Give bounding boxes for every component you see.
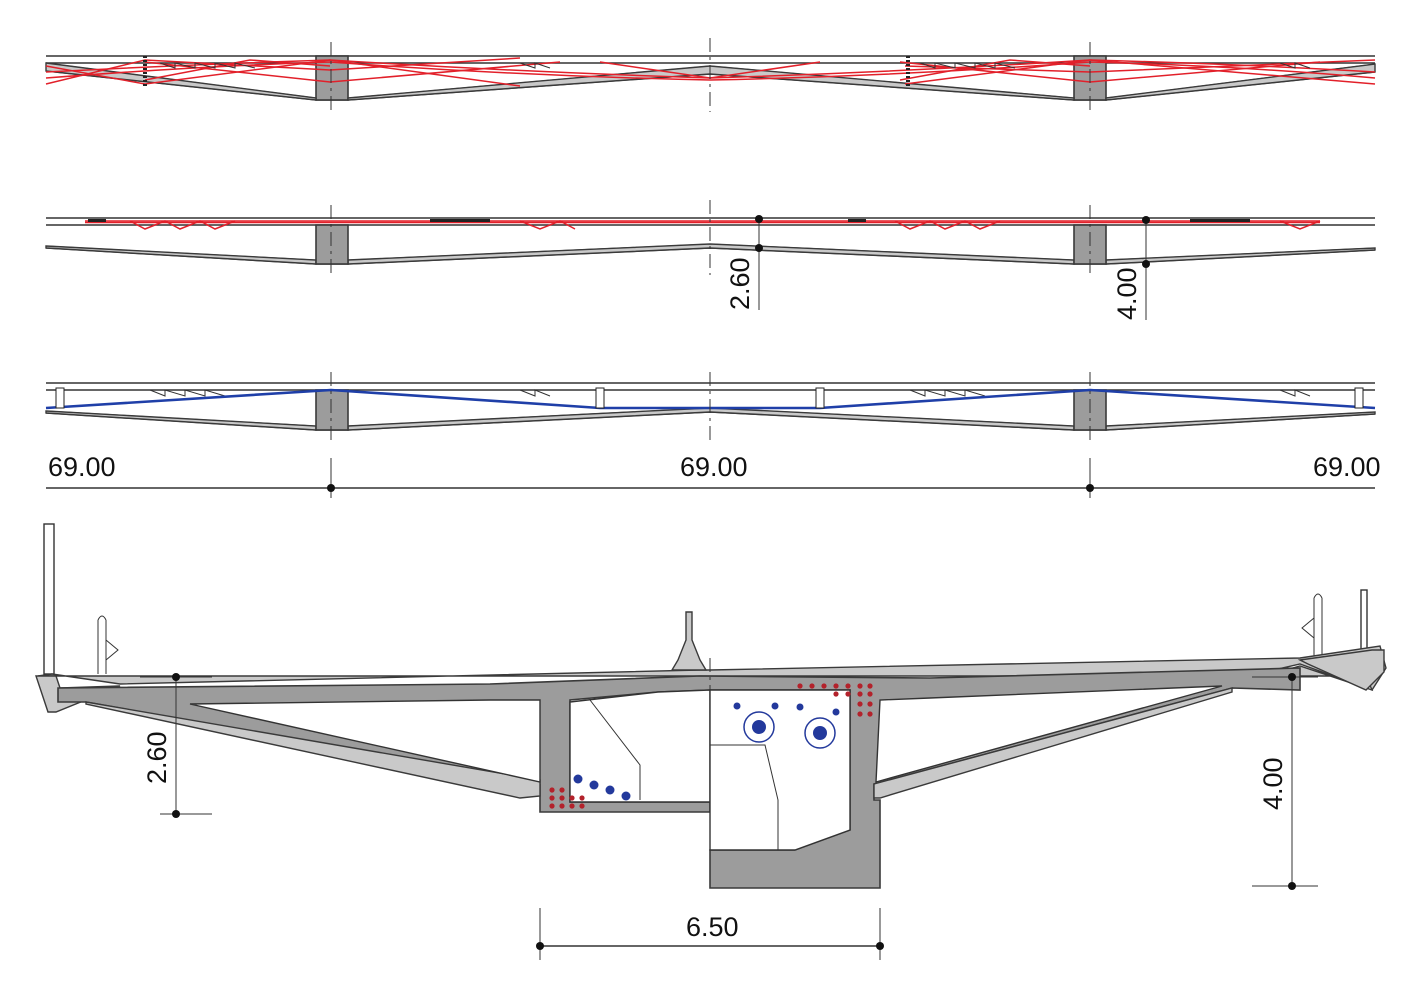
elevation-red-tendons-cantilever: 2.60 4.00 bbox=[45, 200, 1376, 320]
section-depth-left-label: 2.60 bbox=[142, 731, 172, 784]
pier-diaphragm bbox=[315, 224, 349, 265]
section-depth-right-label: 4.00 bbox=[1258, 757, 1288, 810]
span-middle-label: 69.00 bbox=[680, 452, 748, 482]
elevation-blue-tendons bbox=[45, 372, 1376, 440]
pier-diaphragm bbox=[315, 389, 349, 431]
pier-diaphragm bbox=[1073, 389, 1107, 431]
section-bottom-width-label: 6.50 bbox=[686, 912, 739, 942]
guardrail-right bbox=[1301, 593, 1323, 660]
box-girder-cross-section: 2.60 4.00 6.50 bbox=[35, 523, 1387, 960]
anchor-block bbox=[143, 56, 910, 86]
median-barrier bbox=[670, 611, 708, 671]
external-tendon-duct bbox=[743, 711, 836, 749]
railing-post-left bbox=[43, 523, 55, 675]
span-right-label: 69.00 bbox=[1313, 452, 1381, 482]
elevation-depth-pier-label: 4.00 bbox=[1112, 267, 1142, 320]
span-left-label: 69.00 bbox=[48, 452, 116, 482]
elevation-red-tendons-full bbox=[45, 38, 1376, 112]
guardrail-left bbox=[97, 615, 119, 674]
elevation-depth-midspan-label: 2.60 bbox=[725, 257, 755, 310]
span-dimension: 69.00 69.00 69.00 bbox=[46, 452, 1381, 498]
